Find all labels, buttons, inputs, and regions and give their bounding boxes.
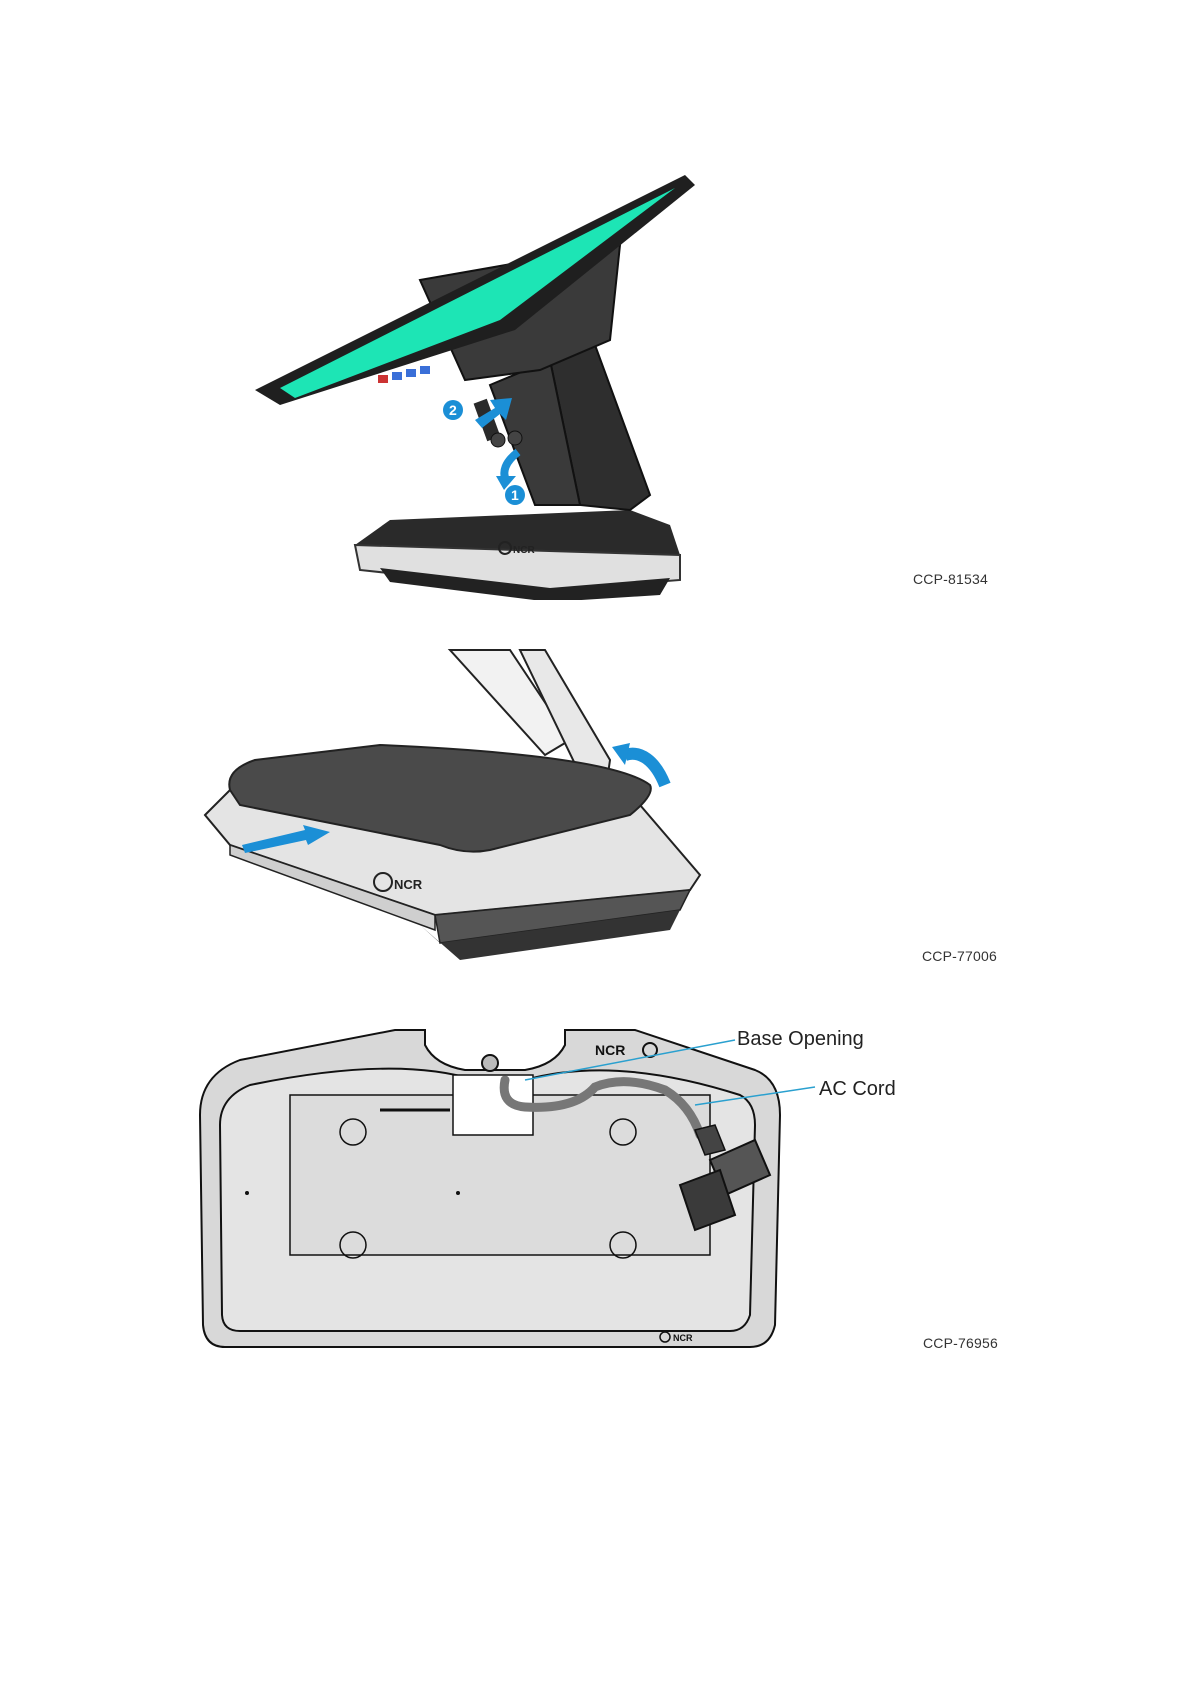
figure-monitor-removal: NCR 2 1: [250, 170, 750, 600]
base-opening-label: Base Opening: [737, 1028, 864, 1050]
hole-center: [456, 1191, 460, 1195]
ac-cord-label: AC Cord: [819, 1078, 896, 1100]
base-cover-illustration: NCR: [200, 645, 720, 965]
monitor-illustration: NCR 2 1: [250, 170, 750, 600]
figure-base-cover: NCR: [200, 645, 720, 965]
figure-code-3: CCP-76956: [923, 1335, 998, 1351]
svg-text:NCR: NCR: [513, 545, 535, 556]
svg-text:NCR: NCR: [394, 877, 423, 892]
thumbscrew-right: [508, 431, 522, 445]
step-1-number: 1: [511, 487, 519, 503]
thumbscrew-left: [491, 433, 505, 447]
figure-base-underside: NCR NCR Base Opening AC Cord: [195, 1025, 905, 1355]
base-screw: [482, 1055, 498, 1071]
figure-code-1: CCP-81534: [913, 571, 988, 587]
figure-code-2: CCP-77006: [922, 948, 997, 964]
hole-left: [245, 1191, 249, 1195]
lift-arrowhead: [612, 743, 630, 765]
svg-text:NCR: NCR: [595, 1042, 625, 1058]
step-1-arrow: [504, 452, 518, 480]
base-underside-illustration: NCR NCR Base Opening AC Cord: [195, 1025, 905, 1355]
step-2-number: 2: [449, 402, 457, 418]
svg-text:NCR: NCR: [673, 1333, 693, 1343]
